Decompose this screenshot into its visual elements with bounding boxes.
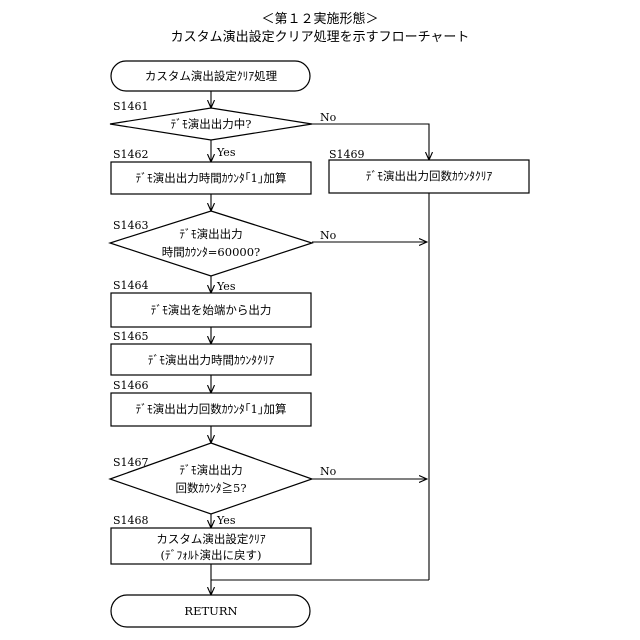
decision-s1467-text-line-1: ﾃﾞﾓ演出出力 bbox=[179, 463, 242, 477]
process-s1465-text: ﾃﾞﾓ演出出力時間ｶｳﾝﾀｸﾘｱ bbox=[148, 353, 275, 367]
decision-s1467-text-line-2: 回数ｶｳﾝﾀ≧5? bbox=[176, 481, 247, 495]
step-label-s1468: S1468 bbox=[113, 514, 149, 527]
s1467-no-label: No bbox=[320, 465, 337, 478]
step-label-s1466: S1466 bbox=[113, 379, 149, 392]
process-s1464-text: ﾃﾞﾓ演出を始端から出力 bbox=[151, 303, 272, 317]
s1463-yes-label: Yes bbox=[216, 280, 236, 293]
s1461-yes-label: Yes bbox=[216, 146, 236, 159]
heading-line-1: ＜第１２実施形態＞ bbox=[261, 11, 378, 27]
step-label-s1463: S1463 bbox=[113, 219, 149, 232]
step-label-s1461: S1461 bbox=[113, 100, 149, 113]
return-terminal: RETURN bbox=[111, 595, 310, 627]
decision-s1463-text-line-2: 時間ｶｳﾝﾀ=60000? bbox=[162, 245, 260, 259]
process-s1462-text: ﾃﾞﾓ演出出力時間ｶｳﾝﾀ｢1｣加算 bbox=[135, 171, 286, 185]
start-terminal-label: カスタム演出設定ｸﾘｱ処理 bbox=[145, 69, 278, 83]
process-s1468-text-line-1: カスタム演出設定ｸﾘｱ bbox=[156, 532, 265, 546]
step-label-s1462: S1462 bbox=[113, 148, 149, 161]
s1463-no-label: No bbox=[320, 229, 337, 242]
return-terminal-label: RETURN bbox=[184, 604, 237, 618]
step-label-s1464: S1464 bbox=[113, 279, 149, 292]
process-s1466-text: ﾃﾞﾓ演出出力回数ｶｳﾝﾀ｢1｣加算 bbox=[135, 402, 286, 416]
step-label-s1465: S1465 bbox=[113, 330, 149, 343]
decision-s1461-text: ﾃﾞﾓ演出出力中? bbox=[171, 117, 252, 131]
start-terminal: カスタム演出設定ｸﾘｱ処理 bbox=[111, 61, 310, 91]
decision-s1463-text-line-1: ﾃﾞﾓ演出出力 bbox=[179, 227, 242, 241]
step-label-s1469: S1469 bbox=[329, 148, 365, 161]
process-s1468-text-line-2: (ﾃﾞﾌｫﾙﾄ演出に戻す) bbox=[161, 548, 262, 562]
process-s1469-text: ﾃﾞﾓ演出出力回数ｶｳﾝﾀｸﾘｱ bbox=[366, 169, 493, 183]
s1461-no-label: No bbox=[320, 111, 337, 124]
heading-line-2: カスタム演出設定クリア処理を示すフローチャート bbox=[171, 29, 470, 45]
s1467-yes-label: Yes bbox=[216, 514, 236, 527]
